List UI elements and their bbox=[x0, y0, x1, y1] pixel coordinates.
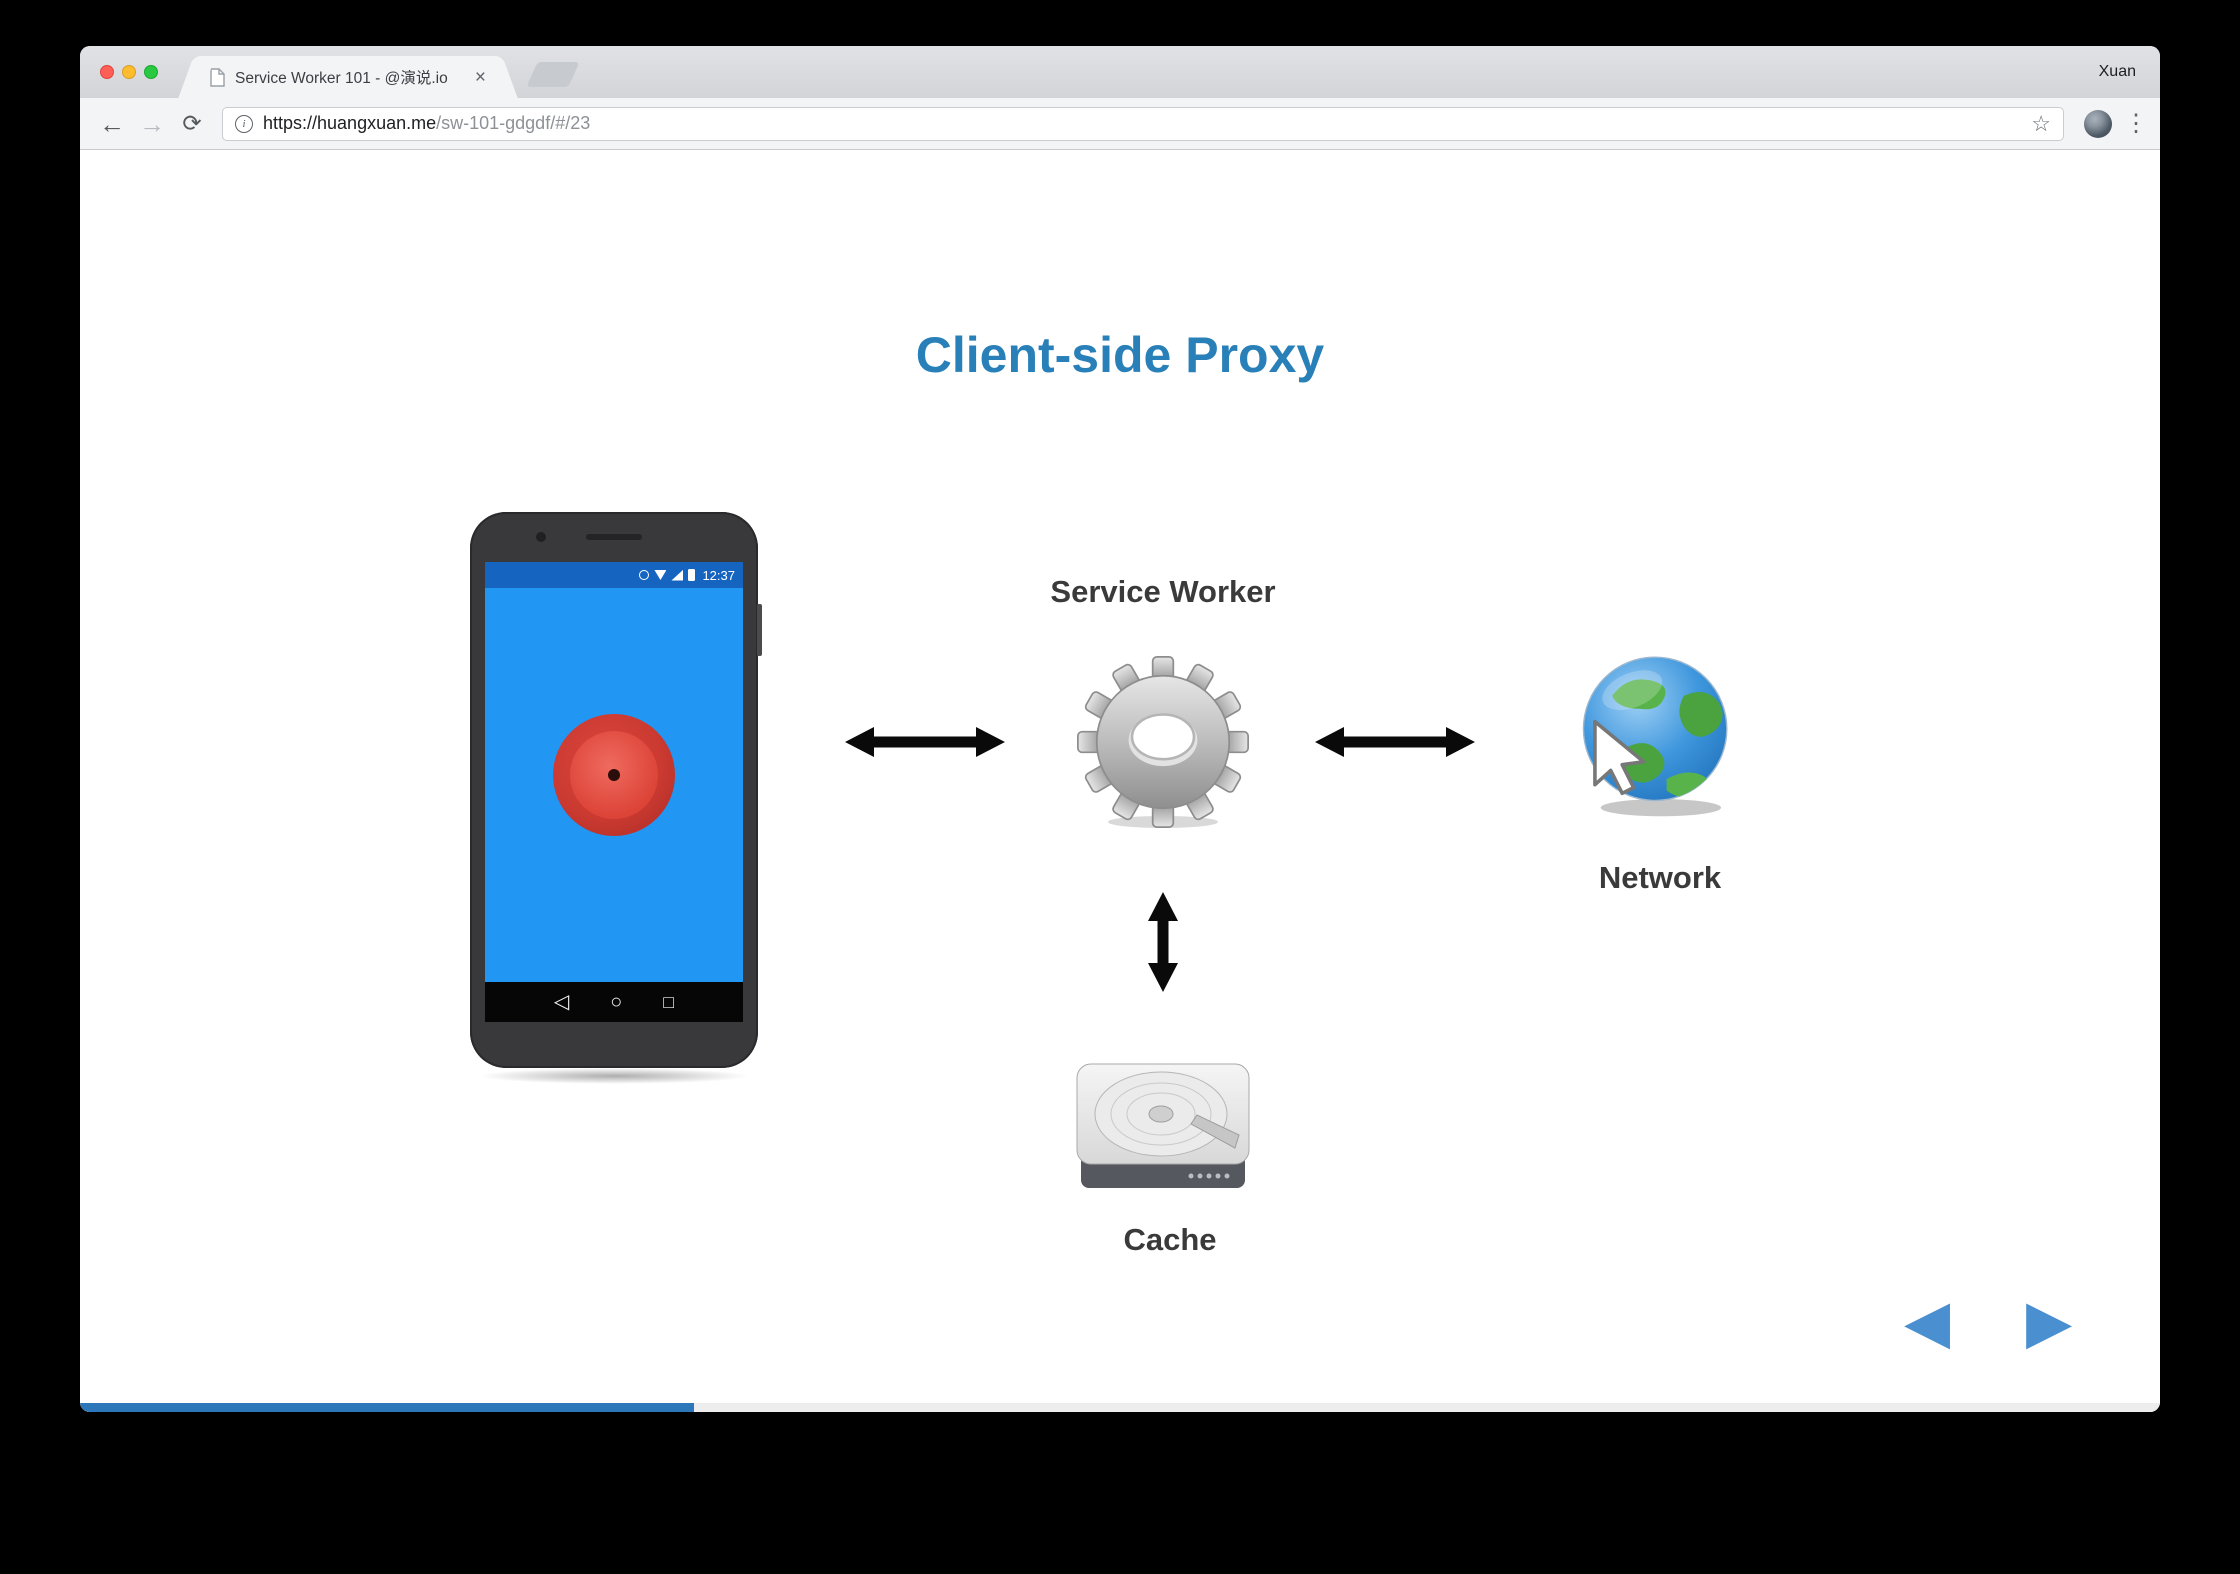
url-path: /sw-101-gdgdf/#/23 bbox=[436, 113, 591, 133]
profile-avatar-icon[interactable] bbox=[2084, 109, 2112, 138]
phone-camera bbox=[536, 532, 546, 542]
page-content: Client-side Proxy 12:37 bbox=[80, 150, 2160, 1412]
wifi-icon bbox=[654, 570, 667, 580]
phone-speaker bbox=[586, 534, 642, 540]
minimize-window-button[interactable] bbox=[122, 65, 136, 79]
record-button[interactable] bbox=[553, 714, 675, 836]
close-window-button[interactable] bbox=[100, 65, 114, 79]
bookmark-star-icon[interactable]: ☆ bbox=[2031, 110, 2051, 136]
zoom-window-button[interactable] bbox=[144, 65, 158, 79]
gear-network-arrow-icon bbox=[1315, 727, 1475, 757]
new-tab-button[interactable] bbox=[526, 62, 580, 87]
url-host: https://huangxuan.me bbox=[263, 113, 437, 133]
cache-label: Cache bbox=[1123, 1222, 1217, 1257]
network-label: Network bbox=[1598, 860, 1722, 895]
phone-power-button bbox=[757, 604, 762, 656]
back-button[interactable]: ← bbox=[99, 108, 125, 139]
signal-icon bbox=[671, 569, 684, 581]
network-globe-icon bbox=[1582, 656, 1728, 817]
address-bar[interactable]: i https://huangxuan.me/sw-101-gdgdf/#/23… bbox=[222, 106, 2064, 141]
page-favicon-icon bbox=[210, 67, 225, 87]
window-controls bbox=[100, 65, 158, 79]
cache-disk-icon bbox=[1076, 1063, 1250, 1188]
android-back-icon[interactable]: ◁ bbox=[553, 991, 570, 1013]
phone-shadow bbox=[478, 1068, 750, 1084]
android-home-icon[interactable]: ○ bbox=[610, 991, 623, 1013]
record-button-inner bbox=[570, 731, 658, 819]
android-recents-icon[interactable]: □ bbox=[663, 992, 675, 1012]
cursor-icon bbox=[1593, 719, 1646, 796]
tab-strip: Service Worker 101 - @演说.io × Xuan bbox=[80, 46, 2160, 98]
service-worker-gear-icon bbox=[1077, 656, 1249, 828]
phone-gear-arrow-icon bbox=[845, 727, 1005, 757]
phone-nav-bar: ◁ ○ □ bbox=[485, 982, 743, 1022]
tab-close-icon[interactable]: × bbox=[474, 66, 486, 88]
android-phone: 12:37 ◁ ○ □ bbox=[470, 512, 762, 1068]
status-time: 12:37 bbox=[702, 567, 735, 583]
browser-window: Service Worker 101 - @演说.io × Xuan ← → ⟳… bbox=[80, 46, 2160, 1412]
forward-button[interactable]: → bbox=[139, 108, 165, 139]
profile-name: Xuan bbox=[2098, 63, 2136, 80]
slide-progress-fill bbox=[80, 1403, 694, 1412]
service-worker-label: Service Worker bbox=[1050, 574, 1276, 609]
gear-cache-arrow-icon bbox=[1148, 892, 1178, 992]
slide-progress-bar bbox=[80, 1403, 2160, 1412]
browser-menu-icon[interactable]: ⋮ bbox=[2124, 109, 2148, 137]
alarm-icon bbox=[639, 570, 650, 580]
page-info-icon[interactable]: i bbox=[235, 114, 253, 133]
phone-status-bar: 12:37 bbox=[485, 562, 743, 588]
slide-title: Client-side Proxy bbox=[915, 327, 1325, 383]
next-slide-button[interactable]: ▶ bbox=[2026, 1288, 2073, 1355]
browser-toolbar: ← → ⟳ i https://huangxuan.me/sw-101-gdgd… bbox=[80, 98, 2160, 150]
url-text: https://huangxuan.me/sw-101-gdgdf/#/23 bbox=[263, 113, 590, 134]
record-button-dot bbox=[608, 769, 620, 781]
prev-slide-button[interactable]: ◀ bbox=[1904, 1288, 1951, 1355]
battery-icon bbox=[688, 569, 696, 581]
browser-tab[interactable]: Service Worker 101 - @演说.io × bbox=[198, 56, 498, 98]
tab-title: Service Worker 101 - @演说.io bbox=[235, 70, 448, 87]
phone-screen: 12:37 ◁ ○ □ bbox=[485, 562, 743, 1022]
reload-button[interactable]: ⟳ bbox=[182, 110, 202, 136]
